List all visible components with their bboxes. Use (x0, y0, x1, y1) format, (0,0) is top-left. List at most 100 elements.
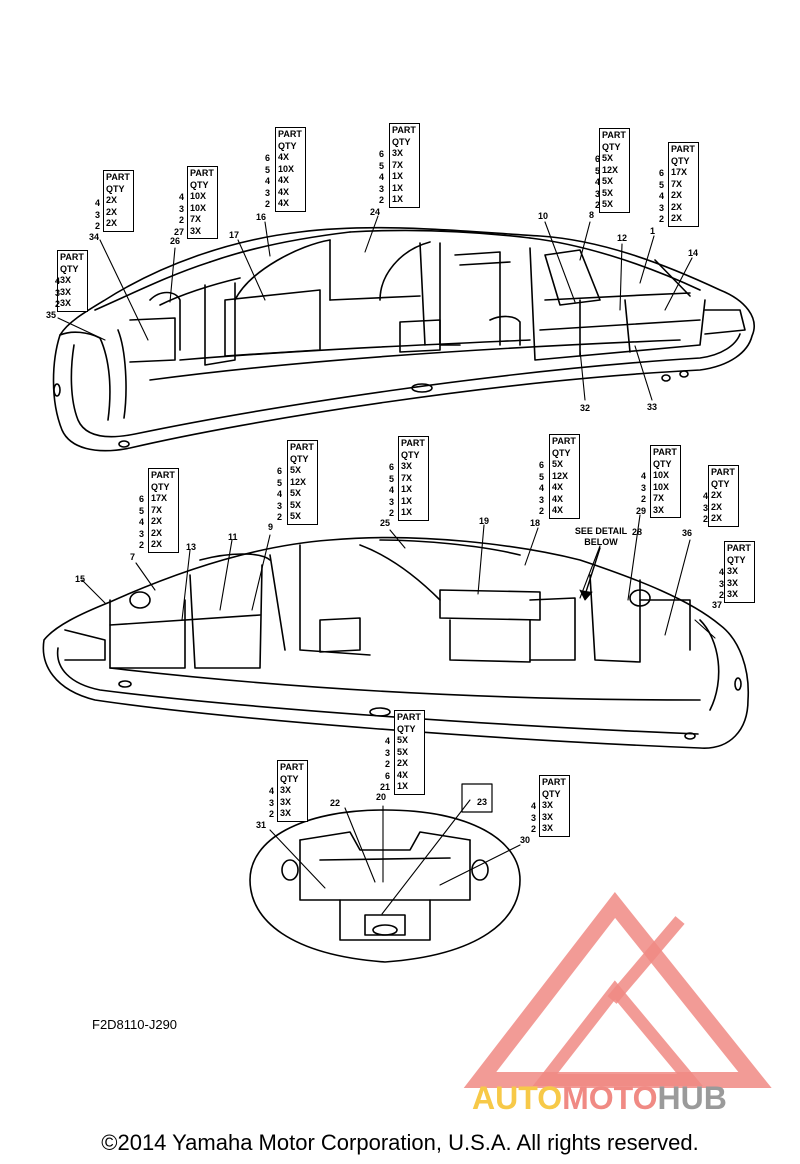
callout-10: 10 (538, 211, 549, 221)
qty-value: 5X (602, 187, 614, 198)
part-number: 4 (702, 491, 708, 501)
qty-value: 2X (671, 213, 683, 223)
qty-value: 5X (397, 735, 409, 745)
qty-value: 10X (653, 470, 670, 480)
part-number: 3 (702, 502, 708, 513)
part-number: 4 (94, 198, 100, 208)
qty-table-header-part: PART (280, 762, 304, 772)
qty-value: 2X (106, 195, 118, 205)
callout-9: 9 (268, 522, 274, 532)
qty-value: 3X (280, 796, 292, 807)
qty-value: 1X (401, 495, 413, 506)
qty-value: 5X (290, 465, 302, 475)
callout-16: 16 (256, 212, 267, 222)
part-number: 4 (138, 517, 144, 527)
part-number: 2 (276, 512, 282, 522)
part-number: 3 (268, 797, 274, 808)
part-number: 6 (138, 494, 144, 504)
part-number: 5 (264, 164, 270, 175)
callout-18: 18 (530, 518, 541, 528)
qty-value: 17X (671, 167, 688, 177)
qty-table-header-part: PART (711, 467, 735, 477)
callout-23: 23 (477, 797, 488, 807)
part-number: 2 (54, 299, 60, 309)
callout-17: 17 (229, 230, 240, 240)
qty-value: 7X (151, 504, 163, 515)
part-number: 4 (178, 192, 184, 202)
qty-value: 5X (290, 499, 302, 510)
qty-table-header-qty: QTY (711, 478, 730, 489)
qty-table-header-part: PART (653, 447, 677, 457)
callout-7: 7 (130, 552, 136, 562)
part-number: 6 (264, 153, 270, 163)
part-number: 6 (658, 168, 664, 178)
qty-value: 2X (151, 539, 163, 549)
drawing-code: F2D8110-J290 (92, 1017, 178, 1032)
qty-table-header-part: PART (401, 438, 425, 448)
qty-value: 2X (106, 218, 118, 228)
part-number: 2 (94, 221, 100, 231)
qty-value: 2X (711, 513, 723, 523)
qty-table-header-part: PART (151, 470, 175, 480)
part-number: 4 (640, 471, 646, 481)
qty-value: 1X (392, 194, 404, 204)
automotohub-logo-triangle (463, 892, 772, 1088)
qty-table-header-qty: QTY (727, 554, 746, 565)
qty-table-header-part: PART (106, 172, 130, 182)
qty-value: 2X (671, 190, 683, 200)
qty-value: 1X (392, 171, 404, 181)
qty-value: 2X (151, 527, 163, 538)
qty-value: 5X (552, 459, 564, 469)
qty-value: 3X (542, 823, 554, 833)
part-number: 3 (538, 494, 544, 505)
part-number: 4 (530, 801, 536, 811)
qty-value: 3X (280, 785, 292, 795)
qty-table-header-qty: QTY (401, 449, 420, 460)
part-number: 4 (384, 736, 390, 746)
qty-value: 4X (278, 186, 290, 197)
part-number: 4 (276, 489, 282, 499)
qty-value: 4X (278, 152, 290, 162)
qty-table-header-part: PART (290, 442, 314, 452)
callout-19: 19 (479, 516, 490, 526)
qty-value: 2X (397, 758, 409, 768)
part-23-box (461, 783, 493, 813)
qty-value: 2X (151, 516, 163, 526)
callout-35: 35 (46, 310, 57, 320)
qty-value: 4X (397, 769, 409, 780)
qty-table-header-part: PART (671, 144, 695, 154)
qty-value: 1X (401, 484, 413, 494)
part-number: 5 (378, 160, 384, 171)
qty-value: 17X (151, 493, 168, 503)
qty-table-header-part: PART (392, 125, 416, 135)
wordmark-hub: HUB (657, 1080, 727, 1116)
callout-26: 26 (170, 236, 181, 246)
part-number: 4 (264, 176, 270, 186)
qty-value: 3X (392, 148, 404, 158)
callout-15: 15 (75, 574, 86, 584)
qty-value: 7X (401, 472, 413, 483)
qty-value: 3X (60, 286, 72, 297)
qty-value: 7X (190, 214, 202, 224)
part-number: 6 (594, 154, 600, 164)
qty-value: 3X (401, 461, 413, 471)
part-number: 4 (388, 485, 394, 495)
callout-8: 8 (589, 210, 595, 220)
part-number: 2 (378, 195, 384, 205)
callout-24: 24 (370, 207, 381, 217)
part-number: 6 (276, 466, 282, 476)
qty-value: 4X (552, 482, 564, 492)
qty-table-header-qty: QTY (278, 140, 297, 151)
qty-table-header-qty: QTY (602, 141, 621, 152)
qty-value: 2X (106, 206, 118, 217)
